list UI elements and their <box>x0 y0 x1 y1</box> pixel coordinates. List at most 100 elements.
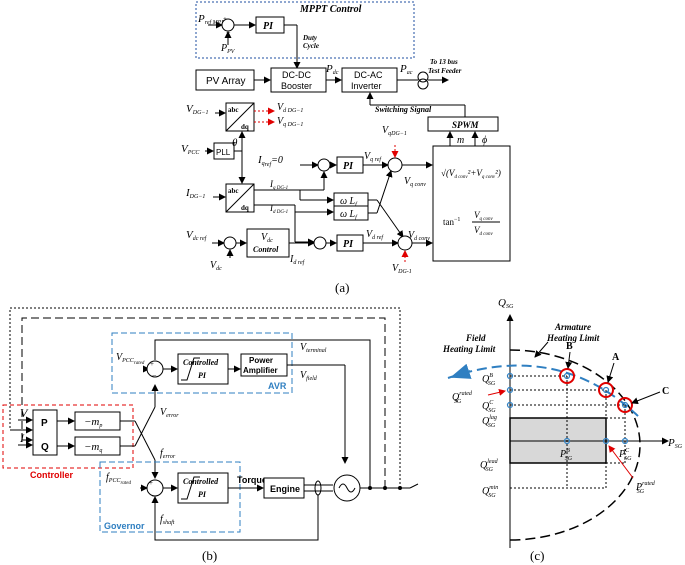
vd-dg1-in-label: VDG-1 <box>392 263 412 275</box>
atan-expression: tan−1 <box>443 217 460 227</box>
v-error-label: Verror <box>160 407 179 419</box>
vq-dg1-out-label: Vq DG−1 <box>277 116 303 128</box>
panel-b: V I Controller P Q −mp −mq Verror ferror… <box>2 307 419 563</box>
lag-region <box>510 418 606 441</box>
svg-text:PI: PI <box>343 239 354 250</box>
p-pv-label: PPV <box>220 43 236 55</box>
v-terminal-label: Vterminal <box>300 342 327 354</box>
dcac-label-1: DC-AC <box>354 70 383 80</box>
pdc-label: Pdc <box>325 63 339 76</box>
duty-label-2: Cycle <box>303 42 319 50</box>
pac-label: Pac <box>399 63 413 76</box>
svg-text:PI: PI <box>343 161 354 172</box>
duty-label-1: Duty <box>302 34 318 42</box>
v-pcc-label: VPCC <box>181 143 200 156</box>
svg-text:abc: abc <box>228 187 239 195</box>
svg-text:+: + <box>223 15 227 23</box>
svg-text:PI: PI <box>198 490 207 499</box>
vq-dg1-in-label: VqDG−1 <box>382 125 407 137</box>
i-input-label: I <box>19 431 25 445</box>
svg-text:Engine: Engine <box>270 484 300 494</box>
caption-a: (a) <box>335 280 349 295</box>
p-sg-axis-label: PSG <box>667 437 683 450</box>
vd-conv-label: Vd conv <box>408 230 430 242</box>
svg-text:+: + <box>150 360 154 368</box>
pll-label: PLL <box>216 148 231 157</box>
svg-text:Power: Power <box>249 356 273 365</box>
id-dg1-label: Id DG-1 <box>269 203 288 215</box>
switching-signal-label: Switching Signal <box>375 105 432 114</box>
avr-box <box>111 332 293 394</box>
dotted-feedback-line <box>9 307 401 488</box>
phi-label: ϕ <box>482 135 487 146</box>
sum-junction-vdc <box>223 236 237 250</box>
sum-junction-iq <box>317 158 331 172</box>
vdc-ref-label: Vdc ref <box>186 229 208 242</box>
v-dg1-label: VDG−1 <box>186 103 208 116</box>
avr-label: AVR <box>268 381 287 391</box>
point-c-marker <box>617 397 633 413</box>
iq-ref-label: Iqref=0 <box>257 154 283 168</box>
svg-text:Controlled: Controlled <box>183 477 219 486</box>
point-a-label: A <box>612 352 620 363</box>
svg-text:Vdc: Vdc <box>261 232 273 244</box>
svg-text:P: P <box>41 418 48 429</box>
vdc-label: Vdc <box>210 260 222 272</box>
dcac-label-2: Inverter <box>351 81 382 91</box>
v-field-label: Vfield <box>300 370 318 382</box>
controlled-pi-avr-block <box>177 353 229 385</box>
transformer-coil-2 <box>417 78 429 90</box>
id-ref-label: Id ref <box>289 254 306 266</box>
q-sg-axis-label: QSG <box>498 297 514 310</box>
pq-calc-block <box>32 409 58 456</box>
dcdc-booster-block <box>270 67 327 93</box>
vq-conv-label: Vq conv <box>404 176 426 188</box>
point-b-label: B <box>566 341 573 352</box>
governor-label: Governor <box>104 521 145 531</box>
p-ref-mpp-label: Pref MPP <box>197 13 225 26</box>
engine-block <box>263 477 305 499</box>
theta-label: θ <box>232 137 238 149</box>
spwm-block <box>427 116 499 132</box>
svg-text:Vq conv: Vq conv <box>474 210 493 222</box>
svg-text:abc: abc <box>228 106 239 114</box>
m-label: m <box>457 135 464 146</box>
dcac-inverter-block <box>341 67 398 93</box>
svg-text:Amplifier: Amplifier <box>243 366 278 375</box>
feeder-label-2: Test Feeder <box>428 67 462 75</box>
pv-array-label: PV Array <box>206 76 245 87</box>
vdc-control-block <box>246 228 290 258</box>
svg-text:Q: Q <box>41 442 49 453</box>
point-b-marker <box>559 368 575 384</box>
v-terminal-feedback <box>154 339 371 488</box>
mppt-title: MPPT Control <box>299 4 362 15</box>
field-label-2: Heating Limit <box>442 344 496 354</box>
control-label: Control <box>253 245 279 254</box>
vq-ref-label: Vq ref <box>364 151 382 163</box>
svg-text:dq: dq <box>241 204 249 212</box>
svg-text:Vd conv: Vd conv <box>474 225 493 237</box>
v-input-label: V <box>20 406 29 420</box>
svg-text:ω Lf: ω Lf <box>340 209 358 221</box>
panel-c: QSG PSG Armature Heating Limit Field Hea… <box>442 297 683 563</box>
svg-text:PI: PI <box>198 371 207 380</box>
lead-region <box>510 441 606 463</box>
point-c-label: C <box>662 386 669 397</box>
f-shaft-label: fshaft <box>160 514 175 526</box>
iq-dg1-label: Iq DG-1 <box>269 179 288 191</box>
governor-box <box>99 461 241 533</box>
vd-ref-label: Vd ref <box>366 229 384 241</box>
svg-text:+: + <box>149 479 153 487</box>
sum-junction-id <box>313 236 327 250</box>
vd-dg1-out-label: Vd DG−1 <box>277 102 303 114</box>
fpcc-rated-label: fPCCrated <box>106 472 132 486</box>
svg-text:dq: dq <box>241 123 249 131</box>
transformer-coil-1 <box>417 71 429 83</box>
vpcc-rated-label: VPCCrated <box>116 352 145 366</box>
